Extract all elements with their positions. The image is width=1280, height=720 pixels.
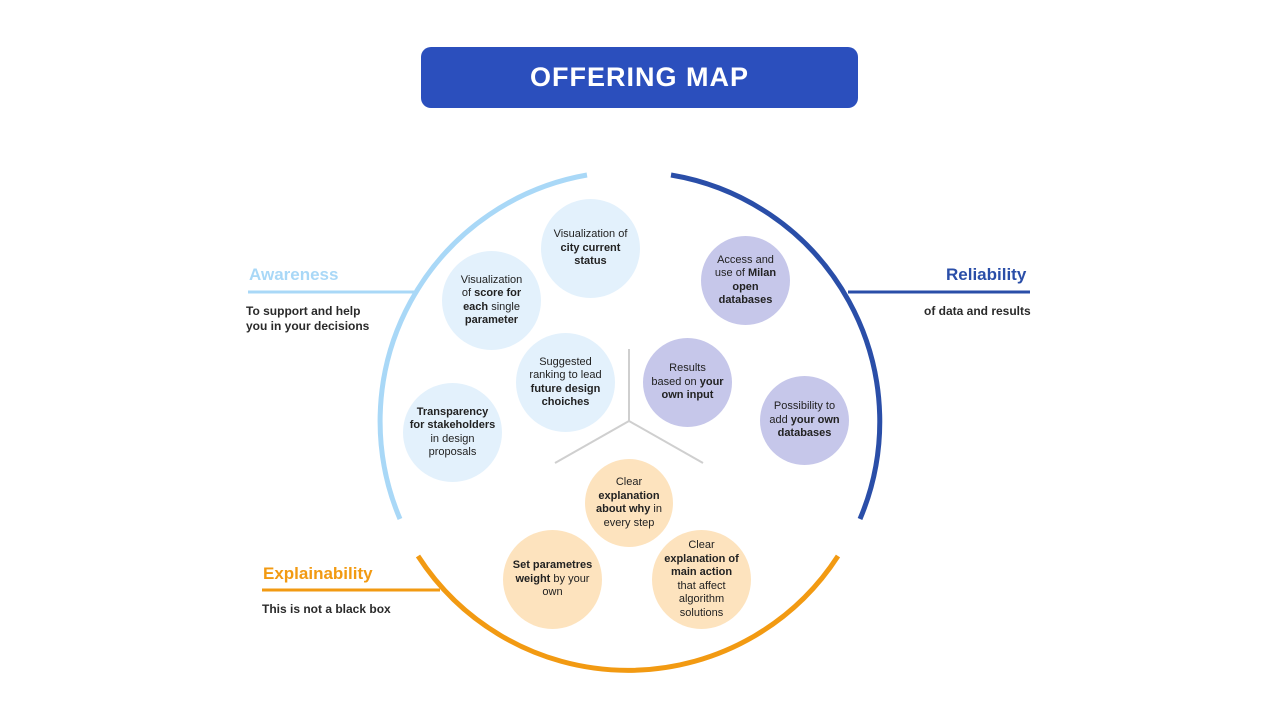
awareness-line-2: you in your decisions <box>246 319 370 333</box>
bubble-score: Visualization of score for each single p… <box>442 251 541 350</box>
reliability-description: of data and results <box>924 304 1031 319</box>
bubble-main-action: Clear explanation of main action that af… <box>652 530 751 629</box>
awareness-line-1: To support and help <box>246 304 361 318</box>
divider-right <box>628 420 704 464</box>
page-title: OFFERING MAP <box>530 62 749 92</box>
explainability-line-1: This is not a black box <box>262 602 391 616</box>
bubble-your-input: Results based on your own input <box>643 338 732 427</box>
explainability-arc <box>415 554 841 673</box>
awareness-arc <box>377 172 588 520</box>
explainability-heading: Explainability <box>263 564 373 583</box>
bubble-milan-databases: Access and use of Milan open databases <box>701 236 790 325</box>
reliability-arc <box>670 172 883 520</box>
bubble-own-databases: Possibility to add your own databases <box>760 376 849 465</box>
bubble-transparency: Transparency for stakeholders in design … <box>403 383 502 482</box>
explainability-description: This is not a black box <box>262 602 391 617</box>
bubble-why: Clear explanation about why in every ste… <box>585 459 673 547</box>
awareness-heading: Awareness <box>249 265 339 284</box>
reliability-line-1: of data and results <box>924 304 1031 318</box>
divider-left <box>554 420 630 464</box>
bubble-weight: Set parametres weight by your own <box>503 530 602 629</box>
awareness-description: To support and help you in your decision… <box>246 304 369 334</box>
reliability-heading: Reliability <box>946 265 1027 284</box>
title-banner: OFFERING MAP <box>421 47 858 108</box>
bubble-city-status: Visualization of city current status <box>541 199 640 298</box>
bubble-ranking: Suggested ranking to lead future design … <box>516 333 615 432</box>
